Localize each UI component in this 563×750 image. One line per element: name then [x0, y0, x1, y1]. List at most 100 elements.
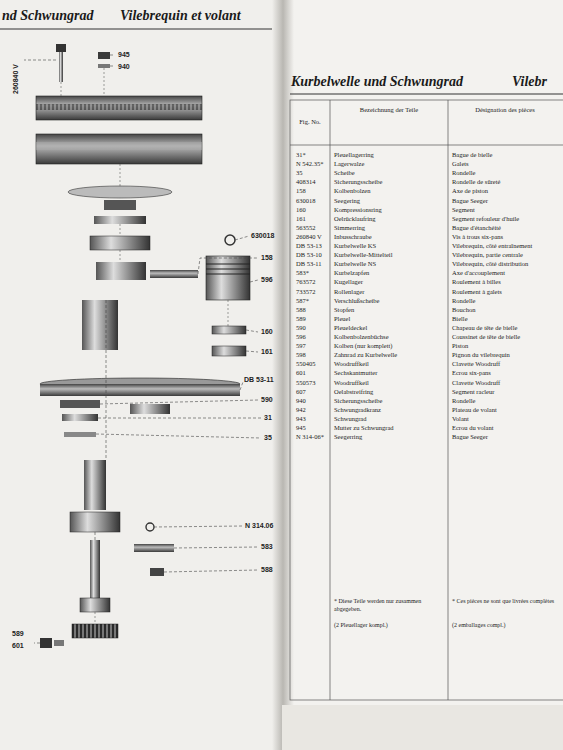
part-name-german: Seegering [334, 197, 360, 204]
part-name-german: Kompressionsring [334, 206, 382, 213]
part-name-french: Segment [452, 206, 475, 213]
part-number: DB 53-11 [296, 260, 322, 267]
part-name-french: Rondelle [452, 297, 475, 304]
part-name-german: Seegerring [334, 433, 362, 440]
part-number: DB 53-13 [296, 242, 322, 249]
part-name-german: Kolbenbolzen [334, 187, 370, 194]
part-number: 550573 [296, 379, 316, 386]
part-name-french: Ecrou six-pans [452, 369, 491, 376]
callout-number: 583 [261, 543, 273, 550]
part-number: 940 [296, 397, 306, 404]
part-number: N 314-06* [296, 433, 324, 440]
callout-number: 596 [261, 276, 273, 283]
callout-number: 601 [12, 642, 24, 649]
part-name-french: Roulement à galets [452, 288, 502, 295]
footnote: * Ces pièces ne sont que livrées complèt… [452, 598, 558, 606]
part-name-german: Zahnrad zu Kurbelwelle [334, 351, 397, 358]
part-name-french: Pignon du vilebrequin [452, 351, 510, 358]
part-number: 550405 [296, 360, 316, 367]
part-name-french: Volant [452, 415, 469, 422]
footnote: (2 Pleuellager kompl.) [334, 622, 444, 630]
part-name-german: Kolben (nur komplett) [334, 342, 393, 349]
page-heading: Vilebr [512, 74, 547, 90]
part-name-french: Vis à trous six-pans [452, 233, 503, 240]
part-name-french: Piston [452, 342, 468, 349]
part-name-french: Axe d'accouplement [452, 269, 505, 276]
part-number: 733572 [296, 288, 316, 295]
part-number: 587* [296, 297, 309, 304]
callout-number: 630018 [251, 232, 274, 239]
part-name-french: Axe de piston [452, 187, 488, 194]
part-number: DB 53-10 [296, 251, 322, 258]
part-name-french: Bouchon [452, 306, 475, 313]
part-name-french: Vilebrequin, partie centrale [452, 251, 523, 258]
part-name-german: Oelabstreifring [334, 388, 373, 395]
part-number: 598 [296, 351, 306, 358]
callout-number: 260840 V [12, 64, 19, 94]
part-name-french: Bague de bielle [452, 151, 492, 158]
part-name-french: Bague Seeger [452, 197, 488, 204]
part-name-german: Sicherungsscheibe [334, 397, 382, 404]
part-number: 601 [296, 369, 306, 376]
column-heading: Désignation des pièces [450, 106, 560, 113]
part-number: 942 [296, 406, 306, 413]
column-heading: Fig. No. [292, 118, 328, 125]
callout-number: 160 [261, 328, 273, 335]
part-name-french: Clavette Woodruff [452, 379, 500, 386]
callout-number: 590 [261, 396, 273, 403]
part-name-german: Verschlußscheibe [334, 297, 379, 304]
part-number: 158 [296, 187, 306, 194]
part-name-german: Kugellager [334, 278, 363, 285]
part-number: 161 [296, 215, 306, 222]
part-name-german: Rollenlager [334, 288, 364, 295]
part-number: N 542.35* [296, 160, 323, 167]
part-name-german: Kurbelzapfen [334, 269, 369, 276]
part-number: 943 [296, 415, 306, 422]
part-name-german: Kurbelwelle NS [334, 260, 376, 267]
part-name-german: Sicherungsscheibe [334, 178, 382, 185]
part-number: 35 [296, 169, 303, 176]
callout-number: 158 [261, 254, 273, 261]
part-name-german: Kurbelwelle-Mittelteil [334, 251, 392, 258]
footnote: * Diese Teile werden nur zusammen abgege… [334, 598, 444, 613]
callout-number: 161 [261, 348, 273, 355]
part-name-french: Ecrou du volant [452, 424, 494, 431]
part-number: 590 [296, 324, 306, 331]
part-number: 763572 [296, 278, 316, 285]
part-name-french: Segment refouleur d'huile [452, 215, 519, 222]
part-name-french: Rondelle [452, 169, 475, 176]
part-name-german: Schwungrad [334, 415, 367, 422]
part-number: 589 [296, 315, 306, 322]
callout-number: 945 [118, 51, 130, 58]
part-number: 160 [296, 206, 306, 213]
part-name-french: Vilebrequin, côté entraînement [452, 242, 532, 249]
part-number: 583* [296, 269, 309, 276]
part-name-french: Bague Seeger [452, 433, 488, 440]
part-number: 408314 [296, 178, 316, 185]
part-name-german: Kurbelwelle KS [334, 242, 376, 249]
part-name-german: Simmerring [334, 224, 365, 231]
page-heading: nd Schwungrad [2, 8, 93, 24]
callout-number: 589 [12, 630, 24, 637]
part-name-german: Woodruffkeil [334, 360, 369, 367]
part-name-german: Stopfen [334, 306, 354, 313]
part-name-french: Bague d'étanchéité [452, 224, 501, 231]
callout-number: 940 [118, 63, 130, 70]
part-name-german: Sechskantmutter [334, 369, 377, 376]
part-name-german: Woodruffkeil [334, 379, 369, 386]
column-heading: Bezeichnung der Teile [332, 106, 446, 113]
part-number: 945 [296, 424, 306, 431]
part-number: 588 [296, 306, 306, 313]
part-name-german: Pleuel [334, 315, 350, 322]
footnote: (2 emballages compl.) [452, 622, 558, 630]
page-heading: Kurbelwelle und Schwungrad [291, 74, 463, 90]
callout-number: 588 [261, 566, 273, 573]
part-name-german: Kolbenbolzenbüchse [334, 333, 389, 340]
part-number: 260840 V [296, 233, 322, 240]
part-name-german: Schwungradkranz [334, 406, 381, 413]
part-name-german: Scheibe [334, 169, 355, 176]
part-number: 607 [296, 388, 306, 395]
callout-number: 31 [264, 414, 272, 421]
callout-number: 35 [264, 434, 272, 441]
part-name-french: Roulement à billes [452, 278, 501, 285]
